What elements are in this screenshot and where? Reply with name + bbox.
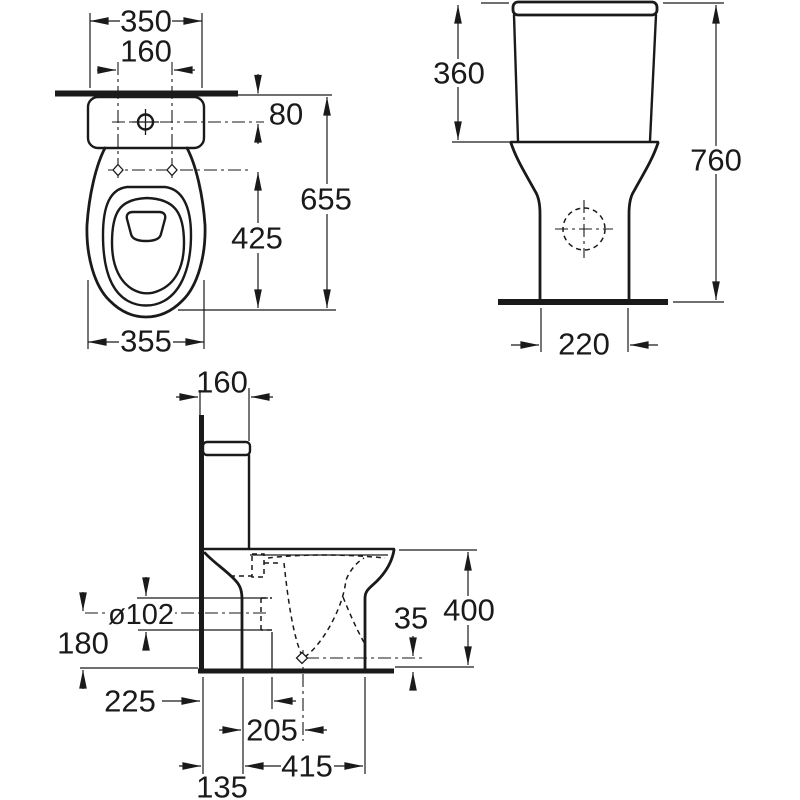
- side-foot-to-outlet-label: 205: [246, 713, 298, 748]
- side-pan-height-label: 400: [443, 593, 495, 628]
- front-dim-cistern-height: 360: [433, 2, 510, 143]
- plan-view: 350 160 80 655 425: [55, 4, 353, 359]
- front-dim-base-width: 220: [511, 308, 658, 362]
- side-sump-height-label: 35: [394, 601, 428, 636]
- front-dim-overall-height: 760: [663, 2, 742, 303]
- side-hidden-channel-lines: [230, 562, 282, 577]
- side-wall-to-foot-label: 135: [196, 770, 248, 800]
- plan-bowl-outline: [85, 146, 207, 319]
- plan-dim-cistern-width: 350: [89, 4, 203, 88]
- plan-flush-spud: [125, 210, 167, 243]
- side-sump-marker: [295, 651, 309, 665]
- side-dim-outlet-diameter: ø102: [107, 577, 175, 651]
- side-dim-wall-to-foot: 135: [179, 762, 248, 800]
- plan-cistern-width-label: 350: [120, 4, 172, 39]
- plan-fixing-hole-right: [166, 163, 178, 177]
- side-bowl-front-profile: [363, 548, 396, 672]
- plan-dim-bowl-width: 355: [87, 280, 205, 359]
- plan-holes-to-front-label: 425: [231, 221, 283, 256]
- side-hidden-outlet-opening: [260, 597, 272, 631]
- front-cistern-sides: [512, 13, 658, 143]
- side-hidden-trapway: [283, 557, 365, 660]
- front-bowl-left-profile: [509, 141, 542, 301]
- plan-dim-fixing-centers: 160: [97, 34, 195, 74]
- side-dim-pan-height: 400: [399, 549, 497, 665]
- front-base-width-label: 220: [558, 327, 610, 362]
- side-foot-depth-label: 415: [281, 749, 333, 784]
- side-cistern-lid: [201, 440, 252, 457]
- side-hidden-trap-wall: [342, 596, 367, 647]
- side-cistern-depth-label: 160: [196, 365, 248, 400]
- front-bowl-right-profile: [627, 141, 660, 301]
- side-view: 160 ø102 180 35 400: [57, 365, 497, 800]
- plan-inlet-offset-label: 80: [269, 97, 303, 132]
- plan-bowl-width-label: 355: [120, 324, 172, 359]
- side-dim-cistern-depth: 160: [176, 365, 273, 441]
- plan-overall-depth-label: 655: [300, 182, 352, 217]
- front-cistern-height-label: 360: [433, 56, 485, 91]
- side-wall-to-trap-label: 225: [104, 684, 156, 719]
- side-outlet-height-label: 180: [57, 626, 109, 661]
- front-cistern-lid: [511, 0, 659, 17]
- front-overall-height-label: 760: [690, 143, 742, 178]
- plan-dim-inlet-offset: 80: [254, 74, 303, 144]
- side-dim-wall-to-trap: 225: [104, 684, 296, 719]
- side-hidden-rim-line: [267, 554, 386, 559]
- plan-dim-overall-depth: 655: [178, 97, 353, 311]
- side-dim-foot-depth: 415: [245, 749, 363, 784]
- side-dim-sump-height: 35: [394, 601, 428, 691]
- side-outlet-diameter-label: ø102: [108, 599, 174, 631]
- side-dim-foot-to-outlet: 205: [219, 713, 327, 748]
- plan-dim-holes-to-front: 425: [230, 172, 284, 308]
- plan-fixing-centers-label: 160: [120, 34, 172, 69]
- plan-fixing-hole-left: [112, 163, 124, 177]
- side-pedestal-back-profile: [203, 551, 244, 672]
- side-dim-outlet-height: 180: [57, 592, 109, 689]
- side-hidden-flush-channel: [251, 553, 265, 578]
- front-view: 360 760 220: [433, 0, 742, 362]
